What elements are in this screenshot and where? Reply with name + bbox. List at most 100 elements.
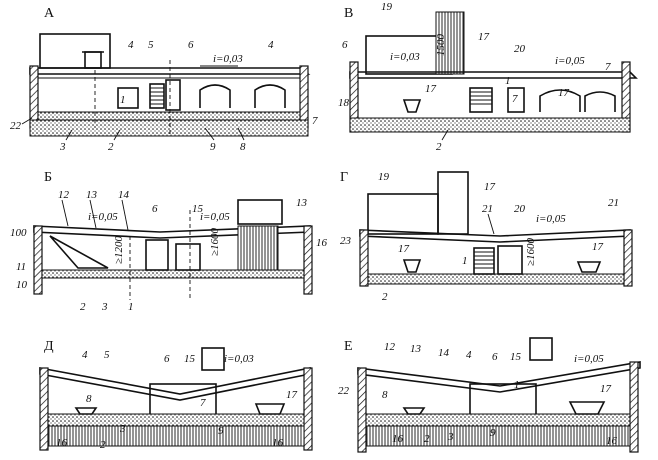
panel-e-callout: 16 <box>606 435 618 447</box>
panel-v-callout: 1 <box>505 75 511 87</box>
panel-e-callout: 3 <box>447 431 454 443</box>
panel-b-letter: Б <box>44 170 52 185</box>
panel-d-left-wall <box>39 367 49 451</box>
panel-a-callout: 4 <box>268 39 274 51</box>
panel-g-callout: 21 <box>482 203 493 215</box>
panel-v-slope-left: i=0,03 <box>390 51 420 63</box>
panel-d: Д i=0,03 4 5 6 15 8 7 17 16 2 3 9 16 <box>39 339 313 451</box>
panel-d-callout: 3 <box>119 423 126 435</box>
panel-b-slope-left: i=0,05 <box>88 211 118 223</box>
panel-d-callout: 8 <box>86 393 92 405</box>
panel-v-shaft <box>435 11 465 75</box>
panel-a-floor <box>37 111 301 121</box>
panel-e-callout: 9 <box>490 427 496 439</box>
panel-b-dimension-right: ≥1600 <box>209 227 221 256</box>
panel-b-vertical-louvers <box>237 225 279 271</box>
panel-a-callout: 6 <box>188 39 194 51</box>
panel-d-vent <box>201 347 225 371</box>
panel-b-callout: 13 <box>296 197 308 209</box>
panel-d-callout: 7 <box>200 397 206 409</box>
panel-e-callout: 13 <box>410 343 422 355</box>
panel-d-callout: 2 <box>100 439 106 451</box>
panel-e-callout: 14 <box>438 347 450 359</box>
panel-g-callout: 20 <box>514 203 526 215</box>
panel-a-foundation <box>29 119 309 137</box>
panel-d-floor <box>47 413 305 427</box>
panel-a-superstructure <box>39 33 111 69</box>
panel-b-callout: 6 <box>152 203 158 215</box>
panel-g-callout: 2 <box>382 291 388 303</box>
panel-g-right-wall <box>623 229 633 287</box>
panel-e-callout: 15 <box>510 351 522 363</box>
panel-a-right-wall <box>299 65 309 129</box>
panel-b-left-wall <box>33 225 43 295</box>
panel-g-callout: 23 <box>340 235 352 247</box>
panel-b-callout: 13 <box>86 189 98 201</box>
panel-d-lower-level <box>47 425 305 447</box>
panel-g-slope: i=0,05 <box>536 213 566 225</box>
panel-b-slope-right: i=0,05 <box>200 211 230 223</box>
panel-v-callout: 17 <box>558 87 570 99</box>
panel-b-callout: 14 <box>118 189 130 201</box>
panel-b-callout: 3 <box>101 301 108 313</box>
panel-a-callout: 4 <box>128 39 134 51</box>
panel-v-callout: 2 <box>436 141 442 153</box>
panel-v-dimension: 1500 <box>435 34 447 57</box>
panel-b-dimension-left: ≥1200 <box>113 235 125 264</box>
panel-d-callout: 6 <box>164 353 170 365</box>
panel-g-callout: 1 <box>462 255 468 267</box>
panel-v: В i=0,03 i=0,05 1500 19 17 6 20 7 18 17 … <box>338 1 638 153</box>
panel-g-superstructure <box>367 193 439 235</box>
panel-v-callout: 7 <box>512 93 518 105</box>
panel-a-slope: i=0,03 <box>213 53 243 65</box>
panel-a-callout: 7 <box>312 115 318 127</box>
panel-a-callout: 2 <box>108 141 114 153</box>
panel-d-letter: Д <box>44 339 54 354</box>
panel-v-letter: В <box>344 6 353 21</box>
panel-b-floor <box>41 269 305 279</box>
panel-d-callout: 15 <box>184 353 196 365</box>
panel-v-callout: 18 <box>338 97 350 109</box>
panel-b-superstructure <box>237 199 283 225</box>
panel-a-roof <box>29 67 311 75</box>
panel-d-callout: 9 <box>218 425 224 437</box>
panel-a-letter: А <box>44 6 55 21</box>
panel-b-callout: 12 <box>58 189 70 201</box>
panel-g-callout: 21 <box>608 197 619 209</box>
panel-g-callout: 17 <box>592 241 604 253</box>
panel-e-roof <box>357 361 641 393</box>
panel-e-callout: 6 <box>492 351 498 363</box>
panel-g-floor <box>367 273 625 285</box>
panel-d-right-wall <box>303 367 313 451</box>
panel-v-floor <box>349 117 631 133</box>
panel-a-callout: 22 <box>10 120 22 132</box>
panel-g-left-wall <box>359 229 369 287</box>
panel-e-callout: 2 <box>424 433 430 445</box>
panel-e-floor <box>365 413 631 427</box>
panel-b-callout: 15 <box>192 203 204 215</box>
panel-a-callout: 9 <box>210 141 216 153</box>
panel-g-roof <box>359 229 631 243</box>
panel-v-callout: 17 <box>478 31 490 43</box>
panel-g-callout: 17 <box>398 243 410 255</box>
panel-g-callout: 17 <box>484 181 496 193</box>
panel-b-callout: 10 <box>16 279 28 291</box>
panel-v-callout: 19 <box>381 1 393 13</box>
panel-d-callout: 4 <box>82 349 88 361</box>
panel-d-slope: i=0,03 <box>224 353 254 365</box>
panel-g-letter: Г <box>340 170 348 185</box>
panel-b-callout: 100 <box>10 227 27 239</box>
panel-e-right-wall <box>629 361 639 453</box>
panel-g-shaft <box>437 171 469 235</box>
panel-b-right-wall <box>303 225 313 295</box>
panel-d-callout: 5 <box>104 349 110 361</box>
panel-v-callout: 6 <box>342 39 348 51</box>
panel-a-callout: 1 <box>120 94 126 106</box>
panel-e-callout: 1 <box>514 379 520 391</box>
panel-v-callout: 17 <box>425 83 437 95</box>
panel-a-callout: 3 <box>59 141 66 153</box>
panel-d-callout: 16 <box>56 437 68 449</box>
panel-e: Е i=0,05 12 13 14 4 6 15 22 8 1 17 16 2 … <box>338 337 641 453</box>
panel-g-callout: 19 <box>378 171 390 183</box>
